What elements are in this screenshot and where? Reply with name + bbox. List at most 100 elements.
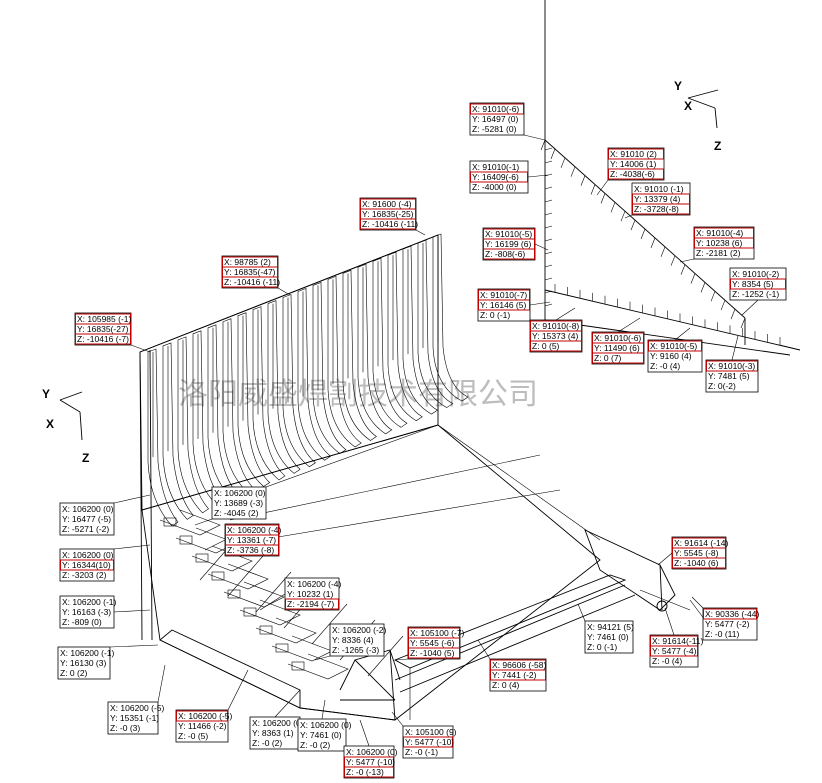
rib	[223, 581, 285, 608]
callout-line: X: 105100 (-7)	[410, 628, 465, 638]
rib	[207, 563, 269, 590]
frame-tick	[630, 219, 636, 231]
leader-line	[359, 719, 370, 747]
leader-line	[227, 669, 249, 711]
leader-line	[314, 655, 331, 661]
callout-box	[693, 226, 755, 260]
callout-box	[284, 577, 340, 611]
callout-box	[705, 359, 759, 393]
axis-x-label: X	[46, 417, 54, 431]
rib-slot	[275, 643, 289, 653]
leader-line	[527, 174, 549, 178]
rib-slot	[291, 661, 305, 671]
callout-highlight	[608, 148, 664, 160]
callout-line: X: 105985 (-1)	[77, 314, 132, 324]
coordinate-callout: X: 91010 (2)Y: 14006 (1)Z: -4038(-6)	[607, 147, 665, 181]
callout-line: Z: -4045 (2)	[214, 508, 259, 518]
coordinate-callout: X: 106200 (-5)Y: 11466 (-2)Z: -0 (5)	[175, 709, 233, 743]
callout-line: X: 106200 (0)	[62, 550, 114, 560]
callout-line: Z: -0 (2)	[300, 740, 330, 750]
callout-line: Z: -3736 (-8)	[227, 545, 274, 555]
callout-line: Y: 15351 (-1)	[110, 713, 159, 723]
callout-highlight	[608, 168, 664, 180]
callout-line: X: 106200 (0)	[346, 747, 398, 757]
axis-y-label: Y	[674, 79, 682, 93]
callout-line: Z: -0 (4)	[650, 361, 680, 371]
callout-line: Y: 8336 (4)	[332, 635, 374, 645]
callout-highlight	[408, 647, 460, 659]
coordinate-callout: X: 91614 (-14)Y: 5545 (-8)Z: -1040 (6)	[671, 536, 729, 570]
leader-line	[657, 552, 673, 566]
callout-box	[407, 626, 461, 660]
callout-line: X: 91010(-2)	[732, 269, 779, 279]
leader-line	[664, 607, 675, 636]
frame-tick	[620, 211, 626, 222]
callout-box	[343, 745, 395, 779]
callout-line: Y: 7461 (0)	[587, 632, 629, 642]
axis-indicator-left: Y X Z	[42, 387, 89, 465]
callout-box	[221, 255, 279, 289]
callout-highlight	[360, 218, 416, 230]
callout-box	[211, 486, 267, 520]
comb-tooth	[282, 294, 316, 468]
callout-line: X: 106200 (0)	[214, 488, 266, 498]
callout-highlight	[478, 299, 530, 311]
leader-line	[624, 214, 633, 219]
comb-tooth	[252, 306, 286, 481]
frame-tick	[720, 300, 726, 311]
callout-line: Z: 0 (7)	[594, 353, 622, 363]
callout-line: Z: -0 (2)	[252, 738, 282, 748]
callout-box	[107, 701, 159, 735]
leader-line	[523, 134, 546, 141]
coordinate-callout: X: 106200 (-4)Y: 13361 (-7)Z: -3736 (-8)	[224, 523, 282, 557]
frame-tick	[544, 199, 553, 203]
callout-box	[57, 646, 111, 680]
leader-line	[477, 639, 491, 660]
callout-line: Y: 16497 (0)	[472, 114, 518, 124]
callout-line: Z: -0 (5)	[178, 731, 208, 741]
callout-highlight	[490, 669, 546, 681]
leader-line	[321, 699, 326, 720]
callout-leaders	[109, 134, 759, 747]
coordinate-callout: X: 105100 (-7)Y: 5545 (-6)Z: -1040 (5)	[407, 626, 465, 660]
callout-line: Y: 5477 (-4)	[652, 646, 697, 656]
leader-line	[274, 689, 301, 718]
callout-line: Z: -3728(-8)	[634, 204, 679, 214]
comb-tooth	[357, 263, 393, 435]
comb-tooth	[267, 300, 301, 474]
callout-highlight	[403, 736, 453, 748]
coordinate-callout: X: 94121 (5)Y: 7461 (0)Z: 0 (-1)	[584, 620, 634, 654]
callout-highlight	[222, 276, 278, 288]
callout-line: X: 106200 (0)	[62, 504, 114, 514]
coordinate-callout: X: 96606 (-58)Y: 7441 (-2)Z: 0 (4)	[489, 658, 547, 692]
coordinate-callout: X: 91010 (-1)Y: 13379 (4)Z: -3728(-8)	[631, 182, 691, 216]
callout-line: Z: 0 (-1)	[480, 310, 510, 320]
callout-line: X: 91614 (-14)	[674, 538, 729, 548]
axis-y-label: Y	[42, 387, 50, 401]
rib	[271, 635, 333, 662]
callout-line: Y: 10238 (6)	[696, 238, 742, 248]
callout-box	[74, 312, 132, 346]
callout-line: Y: 5477 (-2)	[705, 619, 750, 629]
leader-line	[194, 518, 213, 526]
coordinate-callout: X: 91010(-4)Y: 10238 (6)Z: -2181 (2)	[693, 226, 755, 260]
callout-box	[482, 227, 536, 261]
frame-tick	[570, 166, 576, 177]
frame-tick	[740, 317, 746, 329]
callout-highlight	[176, 710, 228, 722]
rib-slot	[211, 571, 225, 581]
callout-line: Z: -10416 (-7)	[77, 334, 129, 344]
callout-line: Y: 16409(-6)	[472, 172, 519, 182]
coordinate-callout: X: 91010(-7)Y: 16146 (5)Z: 0 (-1)	[477, 288, 531, 322]
frame-tick	[640, 228, 646, 240]
coordinate-callout: X: 91600 (-4)Y: 16835(-25)Z: -10416 (-11…	[359, 197, 418, 231]
callout-line: X: 91010(-5)	[650, 341, 697, 351]
callout-line: Y: 14006 (1)	[610, 159, 656, 169]
comb-tooth	[327, 275, 362, 448]
callout-line: Y: 9160 (4)	[650, 351, 692, 361]
frame-tick	[670, 255, 676, 266]
callout-line: X: 91010(-8)	[532, 321, 579, 331]
coordinate-callout: X: 91010(-6)Y: 16497 (0)Z: -5281 (0)	[469, 102, 525, 136]
callout-line: X: 105100 (9)	[405, 727, 457, 737]
frame-tick	[680, 264, 686, 275]
